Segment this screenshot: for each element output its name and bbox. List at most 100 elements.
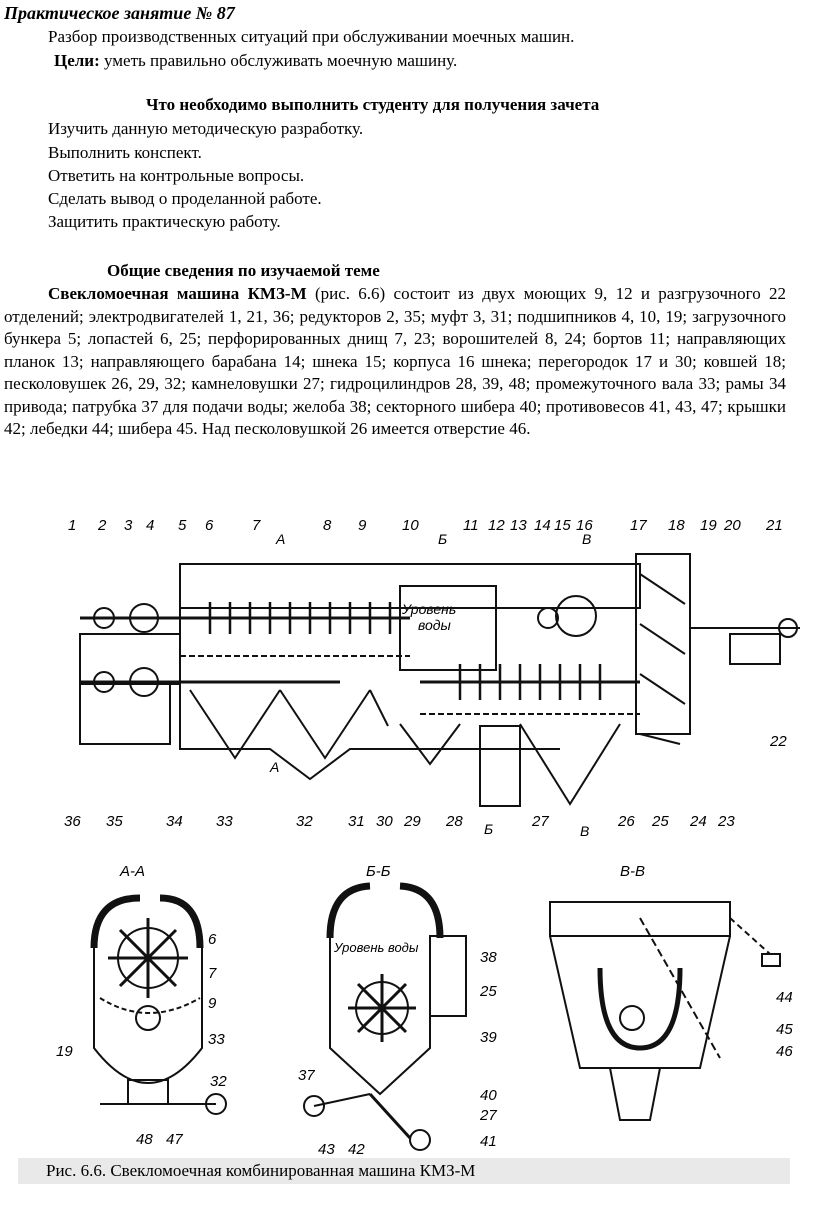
aa-perforated-bottom <box>99 997 201 1014</box>
aa-label-7: 7 <box>208 965 217 982</box>
vv-winch-cable <box>729 917 771 955</box>
bb-paddles <box>348 974 416 1042</box>
bb-label-41: 41 <box>480 1133 497 1150</box>
callout-9: 9 <box>358 517 367 534</box>
callout-22: 22 <box>769 733 787 750</box>
tasks-heading: Что необходимо выполнить студенту для по… <box>146 95 600 114</box>
aa-label-6: 6 <box>208 931 217 948</box>
bb-labels: 38 25 39 40 37 27 41 43 42 <box>298 949 497 1158</box>
general-heading: Общие сведения по изучаемой теме <box>107 261 380 280</box>
vv-sand-trap <box>597 967 683 1051</box>
callout-16: 16 <box>576 517 593 534</box>
callout-30: 30 <box>376 813 393 830</box>
section-mark-b-bottom: Б <box>484 821 493 837</box>
aa-label-48: 48 <box>136 1131 153 1148</box>
left-drive-base <box>79 684 171 745</box>
upper-housing <box>179 563 641 609</box>
section-bb-drawing: Б-Б Уровень воды 38 25 39 40 37 27 41 43… <box>298 863 497 1158</box>
callout-27: 27 <box>531 813 549 830</box>
bb-label-39: 39 <box>480 1029 497 1046</box>
callout-10: 10 <box>402 517 419 534</box>
callout-18: 18 <box>668 517 685 534</box>
goals-label: Цели: <box>54 51 100 70</box>
bb-label-25: 25 <box>479 983 497 1000</box>
bottom-labels: 36 35 34 33 32 31 30 29 28 27 26 25 24 2… <box>64 813 735 830</box>
section-mark-b-top: Б <box>438 531 447 547</box>
callout-31: 31 <box>348 813 365 830</box>
bb-tray-38 <box>429 935 467 1017</box>
callout-4: 4 <box>146 517 154 534</box>
callout-25: 25 <box>651 813 669 830</box>
screw-partition <box>399 585 497 671</box>
section-mark-a-top: А <box>275 531 285 547</box>
callout-19: 19 <box>700 517 717 534</box>
section-aa-drawing: А-А 6 7 9 33 32 19 48 47 <box>56 863 227 1148</box>
task-item: Выполнить конспект. <box>48 143 202 162</box>
callout-28: 28 <box>445 813 463 830</box>
section-bb-title: Б-Б <box>366 863 391 880</box>
callout-2: 2 <box>97 517 107 534</box>
bb-stone-trap-27 <box>368 1092 412 1140</box>
vv-label-44: 44 <box>776 989 793 1006</box>
top-labels: 1 2 3 4 5 6 7 8 9 10 11 12 13 14 15 16 1… <box>68 517 787 839</box>
callout-36: 36 <box>64 813 81 830</box>
task-item: Сделать вывод о проделанной работе. <box>48 189 322 208</box>
vv-winch-44 <box>761 953 781 967</box>
bb-counterweight-41 <box>409 1129 431 1151</box>
guide-drum <box>555 595 597 637</box>
bb-label-38: 38 <box>480 949 497 966</box>
aa-label-33: 33 <box>208 1031 225 1048</box>
callout-15: 15 <box>554 517 571 534</box>
vv-outlet <box>609 1067 661 1121</box>
vv-damper-45 <box>639 917 721 1059</box>
sand-traps-upper <box>189 689 389 760</box>
paddles <box>208 602 602 700</box>
callout-11: 11 <box>463 517 479 534</box>
vv-label-46: 46 <box>776 1043 793 1060</box>
callout-29: 29 <box>403 813 421 830</box>
callout-35: 35 <box>106 813 123 830</box>
left-drive-frame <box>79 633 181 685</box>
aa-label-9: 9 <box>208 995 217 1012</box>
machine-drawing: 1 2 3 4 5 6 7 8 9 10 11 12 13 14 15 16 1… <box>64 517 800 839</box>
bb-left-shell <box>326 882 371 939</box>
bb-counterweight-43 <box>303 1095 325 1117</box>
right-drive <box>690 627 800 665</box>
vv-labels: 44 45 46 <box>776 989 793 1060</box>
task-item: Изучить данную методическую разработку. <box>48 119 364 138</box>
callout-24: 24 <box>689 813 707 830</box>
general-paragraph: Свекломоечная машина КМЗ-М (рис. 6.6) со… <box>4 283 786 441</box>
bb-lid-lever <box>313 1093 371 1107</box>
aa-shaft-33 <box>135 1005 161 1031</box>
callout-5: 5 <box>178 517 187 534</box>
stone-trap <box>479 725 521 807</box>
bb-right-shell <box>399 882 444 939</box>
section-vv-drawing: В-В 44 45 46 <box>549 863 793 1121</box>
machine-name: Свекломоечная машина КМЗ-М <box>48 284 307 303</box>
callout-26: 26 <box>617 813 635 830</box>
bb-label-37: 37 <box>298 1067 315 1084</box>
bb-label-43: 43 <box>318 1141 335 1158</box>
bb-label-27: 27 <box>479 1107 497 1124</box>
water-level-label-2: воды <box>418 617 452 633</box>
section-mark-a-bottom: А <box>269 759 279 775</box>
task-item: Ответить на контрольные вопросы. <box>48 166 305 185</box>
section-vv-title: В-В <box>620 863 645 880</box>
bb-label-42: 42 <box>348 1141 365 1158</box>
callout-1: 1 <box>68 517 76 534</box>
callout-33: 33 <box>216 813 233 830</box>
machine-description: (рис. 6.6) состоит из двух моющих 9, 12 … <box>4 284 786 438</box>
section-aa-title: А-А <box>119 863 145 880</box>
vv-label-45: 45 <box>776 1021 793 1038</box>
callout-6: 6 <box>205 517 214 534</box>
bucket-guides <box>639 573 686 705</box>
practice-goals: Цели: уметь правильно обслуживать моечну… <box>54 50 457 72</box>
section-mark-v-top: В <box>582 531 591 547</box>
bb-tank <box>329 938 431 1096</box>
callout-8: 8 <box>323 517 332 534</box>
callout-17: 17 <box>630 517 647 534</box>
aa-label-19: 19 <box>56 1043 73 1060</box>
motor-21 <box>778 618 798 638</box>
aa-tank <box>93 948 203 1084</box>
